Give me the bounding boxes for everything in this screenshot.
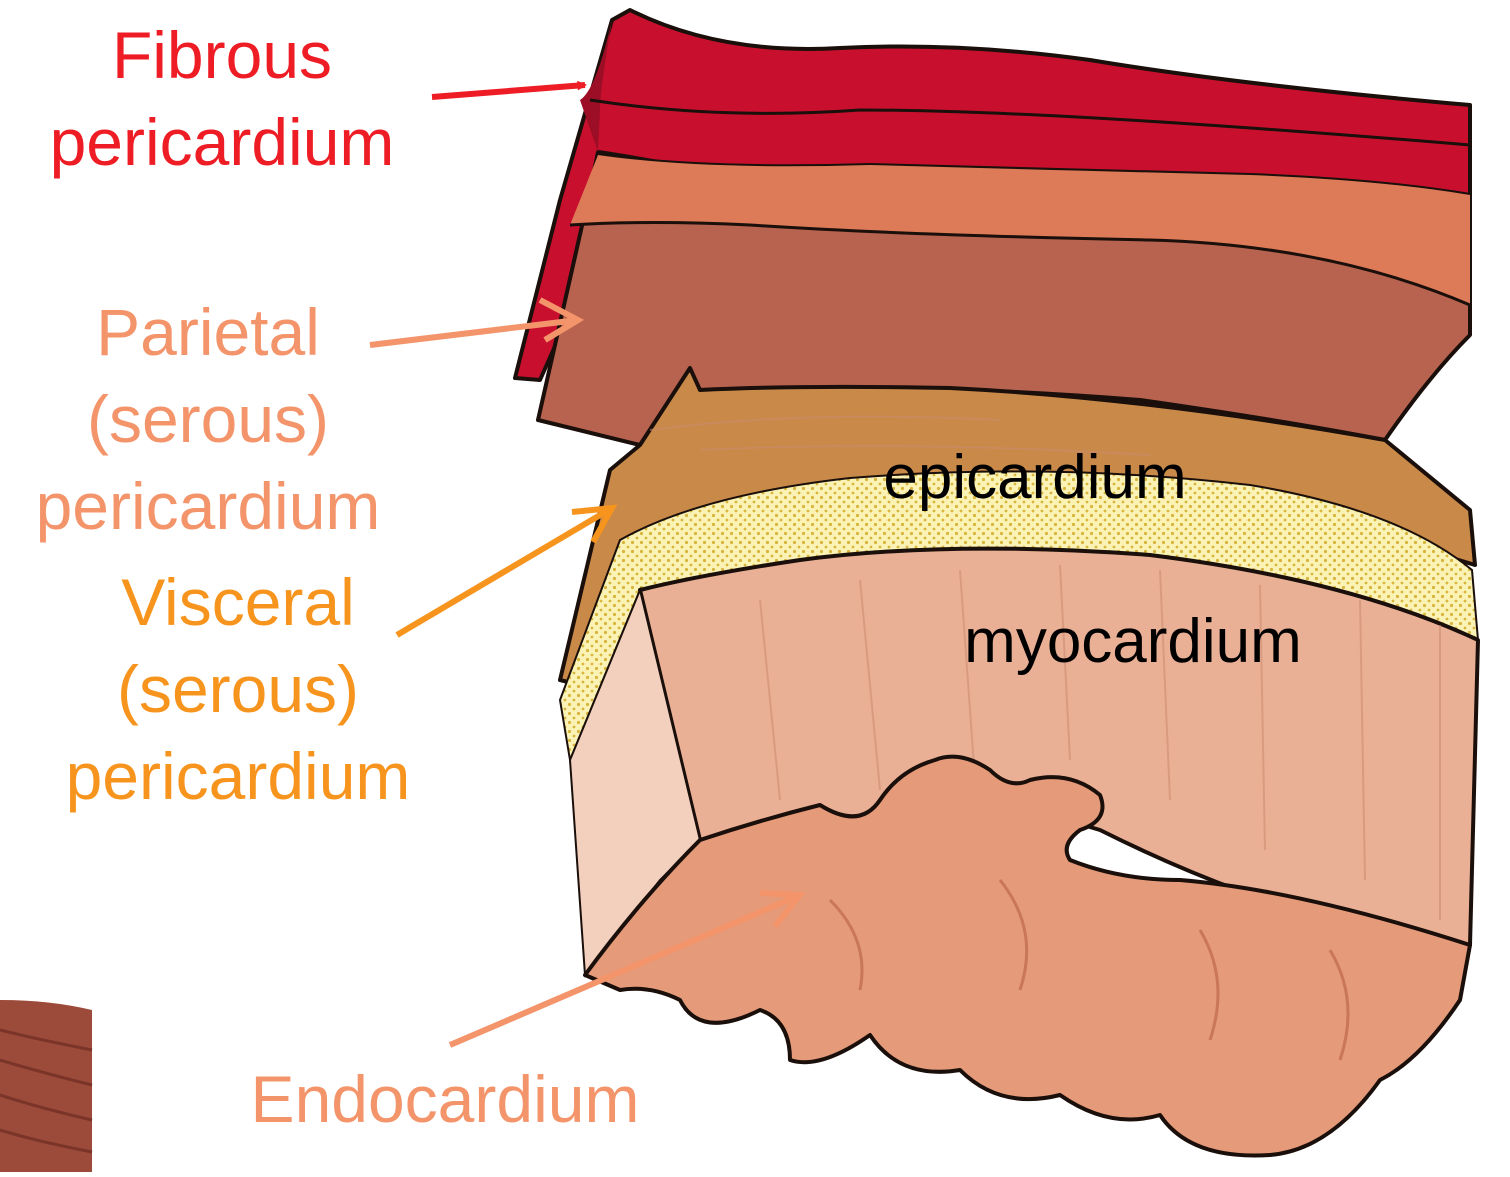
fibrous-label-line1: Fibrous [112,18,332,92]
visceral-label-line1: Visceral [121,565,355,639]
label-visceral-pericardium: Visceral (serous) pericardium [66,565,411,813]
parietal-label-line1: Parietal [96,295,320,369]
parietal-label-line3: pericardium [36,469,381,543]
myocardium-label: myocardium [964,607,1302,676]
visceral-label-line3: pericardium [66,739,411,813]
parietal-label-line2: (serous) [87,382,329,456]
endocardium-label: Endocardium [251,1062,640,1136]
fibrous-arrow [432,85,585,97]
fibrous-label-line2: pericardium [50,105,395,179]
label-parietal-pericardium: Parietal (serous) pericardium [36,295,381,543]
visceral-label-line2: (serous) [117,652,359,726]
parietal-arrow [370,300,578,345]
muscle-fragment [0,1000,92,1172]
epicardium-label: epicardium [883,443,1186,512]
label-fibrous-pericardium: Fibrous pericardium [50,18,395,179]
